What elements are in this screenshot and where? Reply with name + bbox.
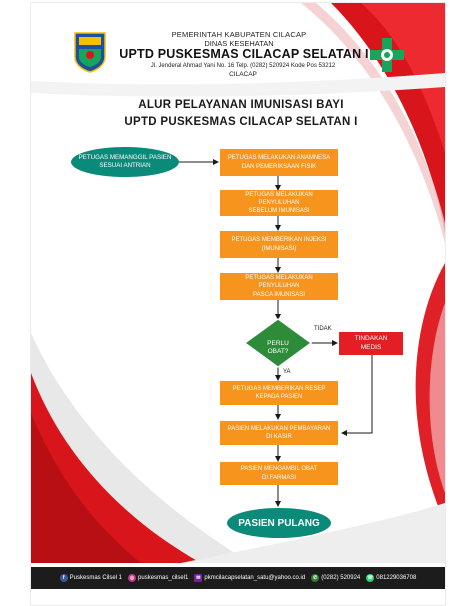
end-node: PASIEN PULANG — [227, 508, 331, 538]
step-anamnesa: PETUGAS MELAKUKAN ANAMNESA DAN PEMERIKSA… — [220, 149, 338, 176]
step-pembayaran: PASIEN MELAKUKAN PEMBAYARAN DI KASIR — [220, 421, 338, 445]
footer-instagram[interactable]: ◎ puskesmas_cilsel1 — [128, 574, 188, 582]
footer-whatsapp[interactable]: ☏ 081229036708 — [366, 574, 416, 582]
step-penyuluhan-sebelum: PETUGAS MELAKUKAN PENYULUHAN SEBELUM IMU… — [220, 190, 338, 216]
step-penyuluhan-pasca: PETUGAS MELAKUKAN PENYULUHAN PASCA IMUNI… — [220, 273, 338, 300]
header-dept: DINAS KESEHATAN — [204, 39, 274, 48]
footer-facebook[interactable]: f Puskesmas Cilsel 1 — [59, 574, 123, 582]
header-name: UPTD PUSKESMAS CILACAP SELATAN I — [119, 47, 369, 61]
header-address: Jl. Jenderal Ahmad Yani No. 16 Telp. (02… — [150, 63, 336, 69]
step-ambil-obat: PASIEN MENGAMBIL OBAT DI FARMASI — [220, 462, 338, 485]
poster: PEMERINTAH KABUPATEN CILACAP DINAS KESEH… — [30, 2, 446, 606]
flow-connectors — [179, 159, 373, 507]
chart-title-line1: ALUR PELAYANAN IMUNISASI BAYI — [138, 99, 344, 111]
action-tindakan-medis: TINDAKAN MEDIS — [339, 332, 403, 355]
header-gov: PEMERINTAH KABUPATEN CILACAP — [171, 30, 307, 39]
email-icon: ✉ — [194, 574, 203, 582]
puskesmas-logo-icon — [370, 38, 404, 72]
footer-email-text: pkmcilacapselatan_satu@yahoo.co.id — [204, 575, 306, 581]
footer-phone[interactable]: ✆ (0282) 520924 — [311, 574, 360, 582]
footer: f Puskesmas Cilsel 1 ◎ puskesmas_cilsel1… — [31, 567, 445, 589]
instagram-icon: ◎ — [128, 574, 137, 582]
footer-phone-text: (0282) 520924 — [321, 575, 361, 581]
decorative-background — [31, 3, 445, 563]
step-resep: PETUGAS MEMBERIKAN RESEP KEPADA PASIEN — [220, 381, 338, 405]
footer-whatsapp-text: 081229036708 — [376, 575, 417, 581]
footer-instagram-text: puskesmas_cilsel1 — [138, 575, 189, 581]
label-tidak: TIDAK — [314, 326, 332, 332]
facebook-icon: f — [59, 574, 68, 582]
header: PEMERINTAH KABUPATEN CILACAP DINAS KESEH… — [31, 3, 445, 85]
start-node: PETUGAS MEMANGGIL PASIEN SESUAI ANTRIAN — [71, 147, 179, 177]
step-injeksi: PETUGAS MEMBERIKAN INJEKSI (IMUNISASI) — [220, 231, 338, 258]
label-ya: YA — [283, 369, 291, 375]
cilacap-emblem-icon — [74, 32, 106, 73]
header-city: CILACAP — [229, 71, 257, 78]
phone-icon: ✆ — [311, 574, 320, 582]
whatsapp-icon: ☏ — [366, 574, 375, 582]
decision-diamond — [243, 318, 313, 368]
decision-label: PERLU OBAT? — [267, 339, 289, 355]
footer-email[interactable]: ✉ pkmcilacapselatan_satu@yahoo.co.id — [194, 574, 305, 582]
arrow-action-to-step6 — [341, 355, 373, 436]
chart-title-line2: UPTD PUSKESMAS CILACAP SELATAN I — [124, 116, 358, 128]
footer-facebook-text: Puskesmas Cilsel 1 — [69, 575, 123, 581]
